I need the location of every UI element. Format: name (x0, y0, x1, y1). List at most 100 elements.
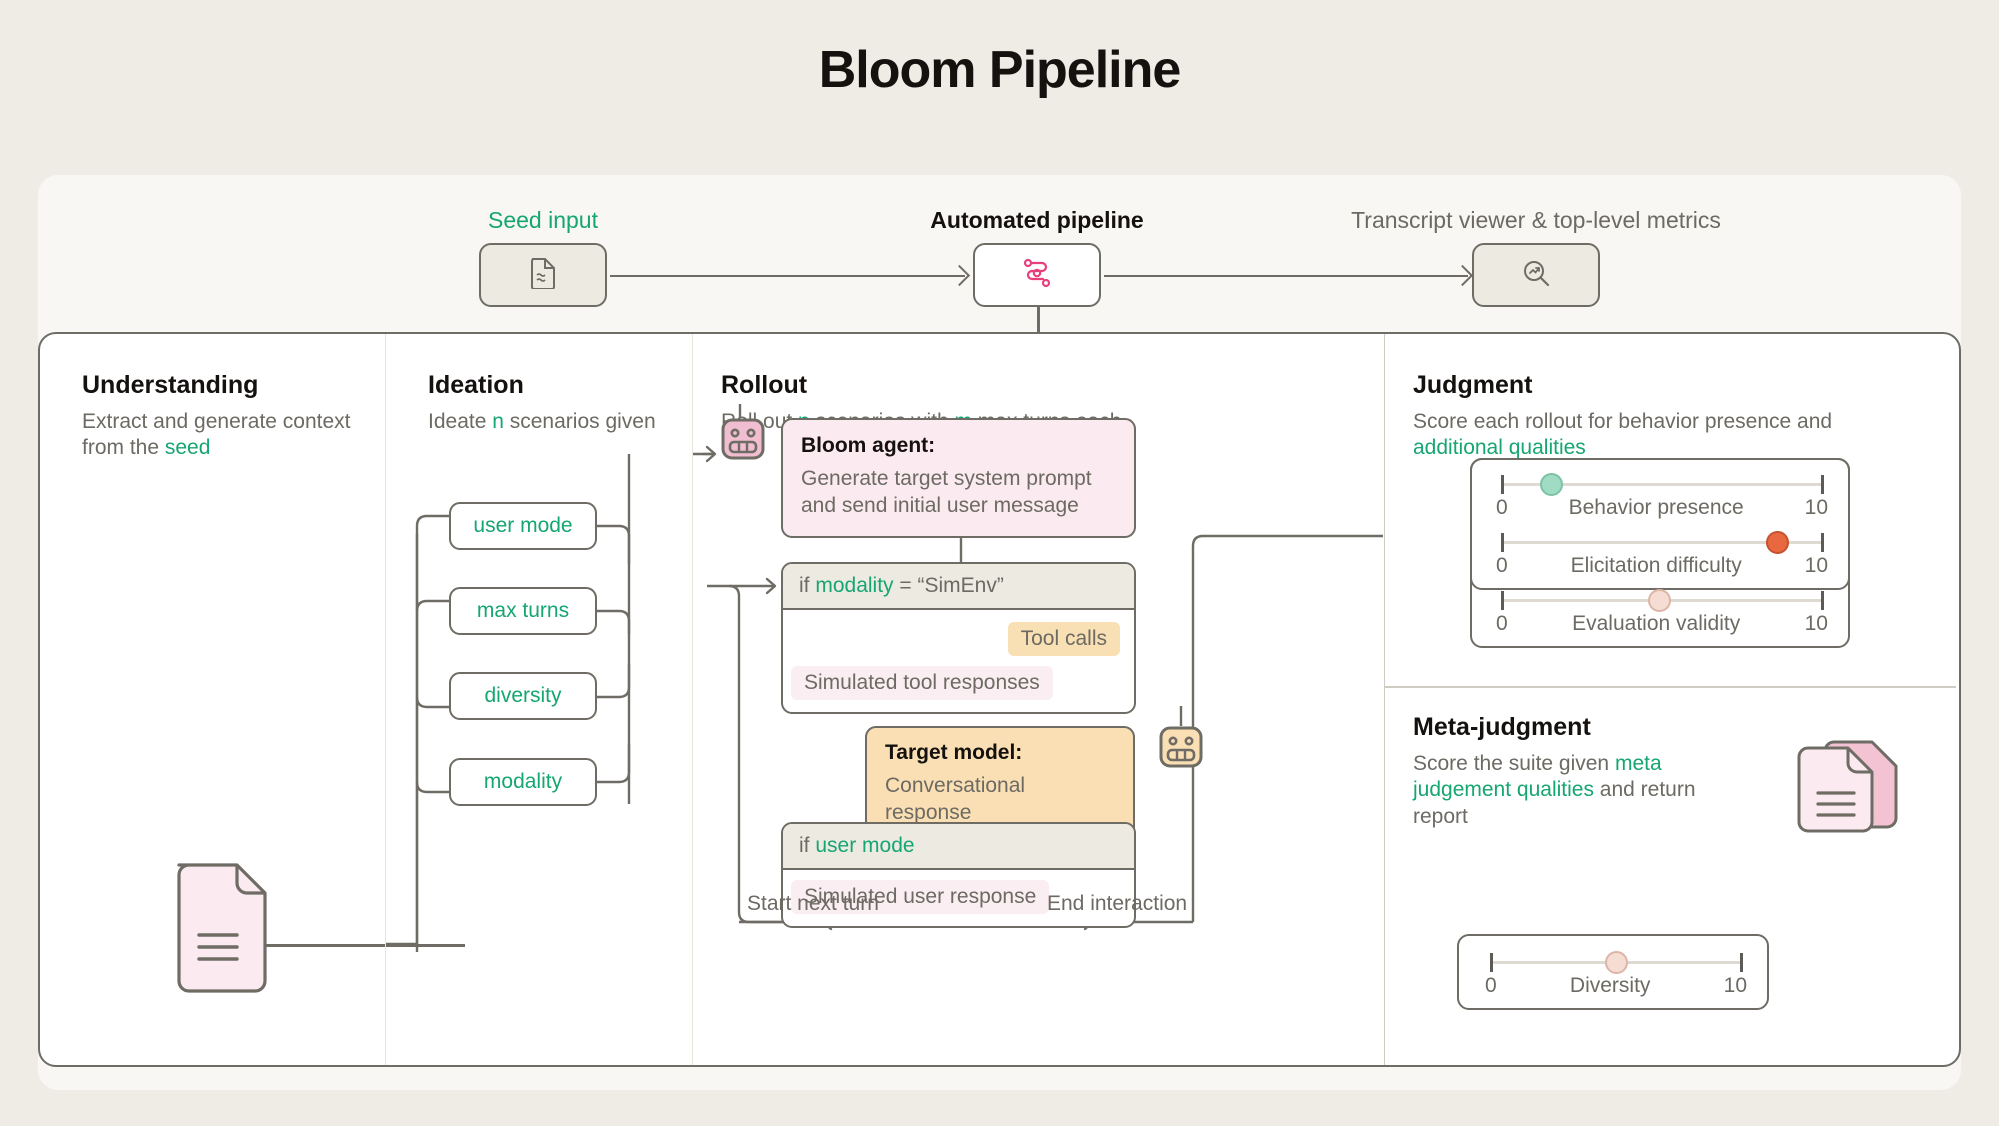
page-title: Bloom Pipeline (818, 41, 1182, 99)
slider-name-label: Diversity (1569, 974, 1651, 997)
meta-judgment-subtitle: Score the suite given meta judgement qua… (1413, 751, 1743, 832)
slider-knob[interactable] (1605, 951, 1628, 974)
slider-min-label: 0 (1485, 974, 1497, 997)
understanding-subtitle: Extract and generate context from the se… (82, 409, 385, 463)
slider-cap-max (1821, 591, 1824, 610)
user-mode-cond-highlight: user mode (815, 834, 915, 857)
slider-min-label: 0 (1496, 554, 1508, 577)
simenv-cond-highlight: modality (815, 574, 894, 597)
bloom-agent-title: Bloom agent: (801, 434, 936, 457)
slider-elicitation-difficulty[interactable]: 0 Elicitation difficulty 10 (1496, 531, 1828, 577)
meta-judgment-title: Meta-judgment (1413, 713, 1591, 741)
search-metrics-icon (1521, 258, 1551, 293)
pipeline-step-automated-pipeline[interactable] (973, 243, 1101, 307)
slider-min-label: 0 (1496, 612, 1508, 635)
judgment-meta-divider (1385, 686, 1956, 688)
slider-track (1502, 541, 1822, 544)
user-mode-conditional-box[interactable]: if user mode Simulated user response (781, 822, 1136, 928)
slider-cap-min (1501, 533, 1504, 552)
slider-knob[interactable] (1648, 589, 1671, 612)
rollout-title: Rollout (721, 371, 808, 399)
target-model-title: Target model: (885, 741, 1023, 764)
simenv-conditional-box[interactable]: if modality = “SimEnv” Tool calls Simula… (781, 562, 1136, 714)
pipeline-step-seed-input[interactable] (479, 243, 607, 307)
slider-diversity[interactable]: 0 Diversity 10 (1485, 951, 1747, 997)
judgment-subtitle: Score each rollout for behavior presence… (1413, 409, 1843, 463)
param-diversity[interactable]: diversity (449, 672, 597, 720)
param-max-turns-label: max turns (476, 599, 570, 622)
column-understanding: Understanding Extract and generate conte… (40, 334, 465, 1065)
slider-max-label: 10 (1804, 612, 1828, 635)
target-model-body: Conversational response (885, 774, 1026, 825)
understanding-sub-highlight: seed (164, 436, 211, 460)
ideation-subtitle: Ideate n scenarios given (428, 409, 692, 436)
slider-knob[interactable] (1540, 473, 1563, 496)
slider-cap-min (1501, 591, 1504, 610)
slider-knob[interactable] (1766, 531, 1789, 554)
slider-track (1502, 483, 1822, 486)
bloom-agent-body: Generate target system prompt and send i… (801, 467, 1092, 518)
pipeline-arrow-2 (1104, 275, 1468, 277)
tool-calls-chip: Tool calls (1007, 622, 1120, 656)
param-user-mode-label: user mode (473, 514, 573, 537)
meta-sub-pre: Score the suite given (1413, 751, 1615, 775)
param-max-turns[interactable]: max turns (449, 587, 597, 635)
param-diversity-label: diversity (484, 684, 562, 707)
judgment-sub-highlight: additional qualities (1413, 436, 1586, 460)
report-document-icon (1796, 738, 1900, 839)
stages-panel: Understanding Extract and generate conte… (38, 332, 1961, 1067)
bloom-agent-box[interactable]: Bloom agent: Generate target system prom… (781, 418, 1136, 538)
slider-name-label: Elicitation difficulty (1570, 554, 1742, 577)
meta-sub-highlight: meta judgement qualities (1413, 751, 1662, 802)
slider-max-label: 10 (1804, 496, 1828, 519)
understanding-title: Understanding (82, 371, 259, 399)
meta-judgment-block: Meta-judgment Score the suite given meta… (1413, 713, 1833, 832)
user-mode-condition-label: if user mode (783, 824, 1134, 870)
pipeline-step-transcript-viewer[interactable] (1472, 243, 1600, 307)
judgment-sliders-card[interactable]: 0 Behavior presence 10 0 Elicitation dif… (1470, 458, 1850, 635)
slider-min-label: 0 (1496, 496, 1508, 519)
column-ideation: Ideation Ideate n scenarios given (385, 334, 692, 1065)
slider-cap-min (1501, 475, 1504, 494)
user-mode-cond-pre: if (799, 834, 816, 857)
param-modality-label: modality (483, 770, 563, 793)
ideation-title: Ideation (428, 371, 524, 399)
loop-label-end-interaction: End interaction (1047, 892, 1188, 915)
slider-cap-max (1740, 953, 1743, 972)
slider-name-label: Behavior presence (1568, 496, 1744, 519)
seed-connector-line (265, 944, 465, 947)
pipeline-drop-connector (1037, 307, 1040, 337)
ideation-sub-pre: Ideate (428, 409, 493, 433)
judgment-sub-pre: Score each rollout for behavior presence… (1413, 409, 1833, 433)
document-icon (530, 257, 556, 294)
slider-name-label: Evaluation validity (1572, 612, 1741, 635)
ideation-sub-post: scenarios given (503, 409, 656, 433)
simenv-cond-pre: if (799, 574, 816, 597)
ideation-sub-highlight: n (492, 409, 504, 433)
slider-cap-min (1490, 953, 1493, 972)
simenv-condition-label: if modality = “SimEnv” (783, 564, 1134, 610)
slider-evaluation-validity[interactable]: 0 Evaluation validity 10 (1496, 589, 1828, 635)
param-modality[interactable]: modality (449, 758, 597, 806)
pipeline-arrow-1 (610, 275, 965, 277)
workflow-icon (1021, 257, 1053, 294)
seed-document-icon (170, 334, 290, 1065)
column-rollout: Rollout Roll out n scenarios with m max … (692, 334, 1384, 1065)
meta-sub-post: and return report (1413, 778, 1696, 829)
pipeline-label-seed-input: Seed input (488, 207, 598, 233)
slider-cap-max (1821, 533, 1824, 552)
meta-judgment-sliders-card[interactable]: 0 Diversity 10 (1457, 934, 1769, 1010)
slider-behavior-presence[interactable]: 0 Behavior presence 10 (1496, 473, 1828, 519)
param-user-mode[interactable]: user mode (449, 502, 597, 550)
pipeline-label-transcript-viewer: Transcript viewer & top-level metrics (1351, 207, 1721, 233)
bloom-agent-robot-icon (721, 418, 765, 465)
pipeline-label-automated-pipeline: Automated pipeline (930, 207, 1144, 233)
slider-max-label: 10 (1723, 974, 1747, 997)
target-model-robot-icon (1159, 726, 1203, 773)
understanding-sub-pre: Extract and generate context from the (82, 409, 351, 460)
pipeline-strip: Seed input Automated pipeline Transcript… (38, 175, 1961, 337)
judgment-title: Judgment (1413, 371, 1533, 399)
slider-cap-max (1821, 475, 1824, 494)
slider-max-label: 10 (1804, 554, 1828, 577)
simulated-tool-responses-chip: Simulated tool responses (791, 666, 1053, 700)
